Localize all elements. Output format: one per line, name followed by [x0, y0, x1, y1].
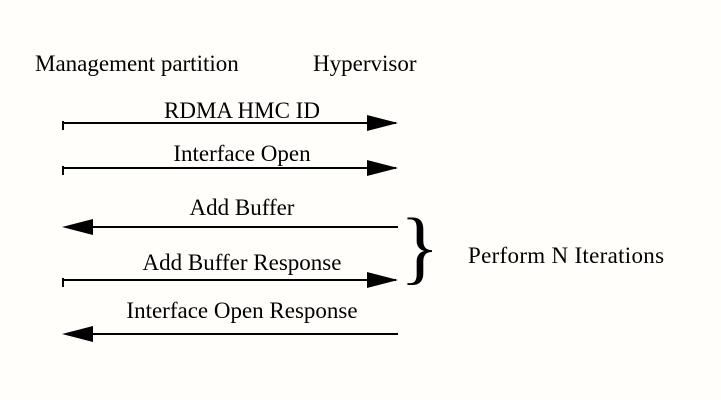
arrow-line	[62, 122, 396, 124]
annotation-perform-n-iterations: Perform N Iterations	[468, 243, 665, 268]
message-arrow-rdma-hmc-id	[62, 115, 398, 131]
arrowhead-right-icon	[367, 160, 398, 176]
message-label-interface-open-response: Interface Open Response	[126, 298, 358, 323]
message-label-add-buffer-response: Add Buffer Response	[142, 250, 342, 275]
arrow-line	[62, 167, 396, 169]
arrowhead-left-icon	[62, 326, 93, 342]
message-label-interface-open: Interface Open	[173, 141, 311, 166]
arrow-line	[66, 333, 398, 335]
line-start-tick	[62, 166, 64, 175]
arrowhead-right-icon	[367, 115, 398, 131]
participant-management-partition: Management partition	[35, 51, 239, 76]
message-arrow-add-buffer-response	[62, 272, 398, 288]
message-arrow-interface-open-response	[62, 326, 398, 342]
arrowhead-right-icon	[367, 272, 398, 288]
arrowhead-left-icon	[62, 219, 93, 235]
arrow-line	[66, 226, 398, 228]
message-label-add-buffer: Add Buffer	[189, 195, 295, 220]
arrow-line	[62, 279, 396, 281]
line-start-tick	[62, 121, 64, 130]
message-arrow-interface-open	[62, 160, 398, 176]
grouping-brace-icon: }	[400, 201, 440, 292]
message-arrow-add-buffer	[62, 219, 398, 235]
message-label-rdma-hmc-id: RDMA HMC ID	[164, 98, 320, 123]
line-start-tick	[62, 278, 64, 287]
participant-hypervisor: Hypervisor	[313, 51, 417, 76]
